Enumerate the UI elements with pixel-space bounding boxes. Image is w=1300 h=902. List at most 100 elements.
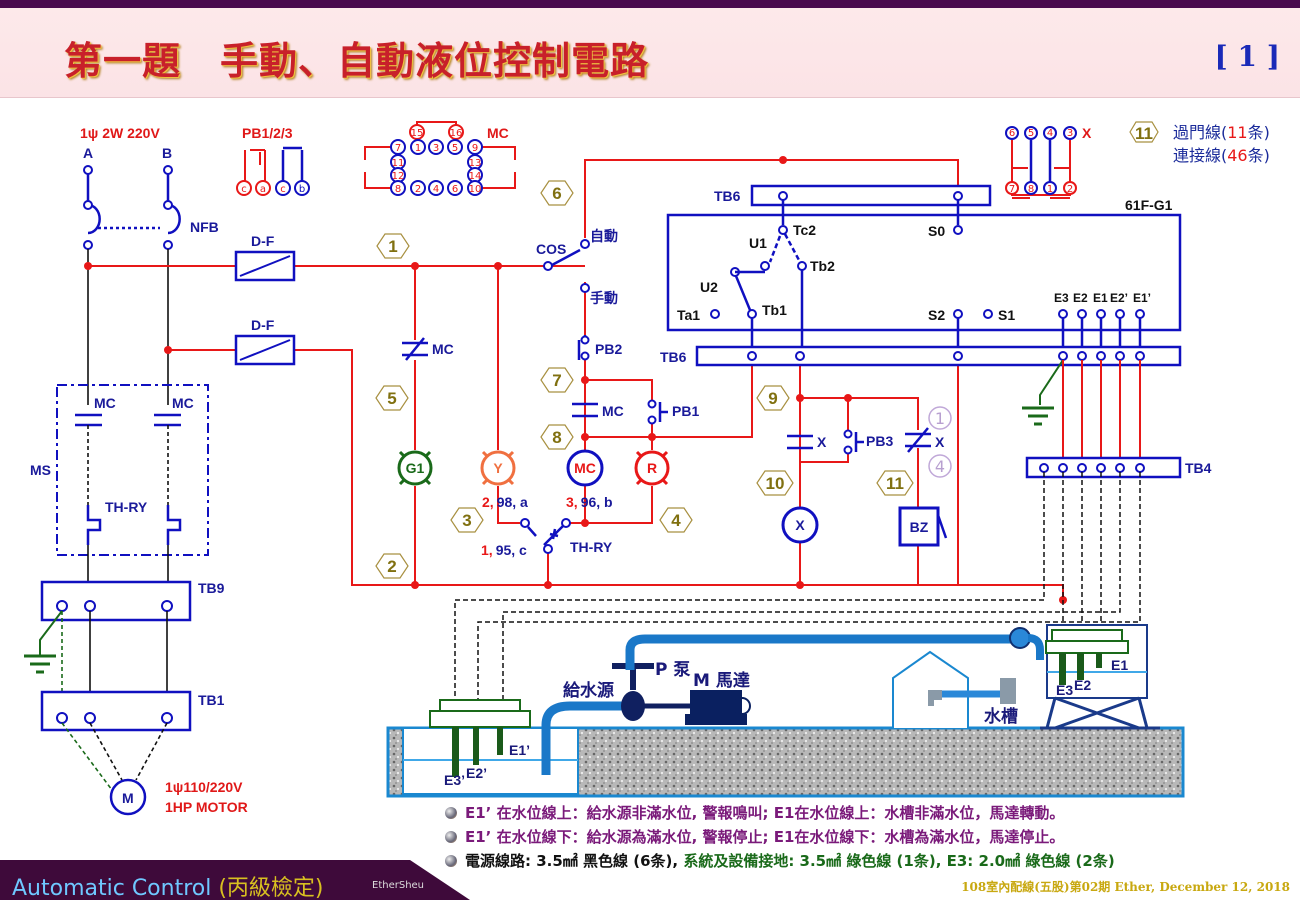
svg-text:11: 11 — [392, 158, 405, 169]
svg-text:E3: E3 — [1056, 682, 1073, 698]
water-plant: E1’ E3’ E2’ P 泵 M 馬達 給水源 E1 E2 E3 水槽 — [386, 624, 1185, 798]
footer-credit: 108室內配線(五股)第02期 Ether, December 12, 2018 — [961, 880, 1290, 894]
faucet-icon — [928, 690, 942, 706]
page-number: [ 1 ] — [1214, 40, 1280, 73]
tb9-label: TB9 — [198, 580, 225, 596]
lamp-r: R — [634, 450, 670, 486]
svg-text:1: 1 — [415, 143, 421, 154]
svg-text:E1’: E1’ — [1133, 291, 1151, 305]
svg-text:S0: S0 — [928, 223, 945, 239]
svg-text:16: 16 — [450, 128, 463, 139]
buzzer: BZ — [898, 506, 948, 547]
motor-voltage: 1ψ110/220V — [165, 779, 243, 795]
svg-text:E1: E1 — [1111, 657, 1128, 673]
mc-main-contacts — [75, 413, 181, 427]
bullet-icon — [445, 807, 457, 819]
svg-text:1: 1 — [935, 409, 945, 428]
motor-plant-label: M 馬達 — [693, 671, 750, 691]
svg-text:連接線(46条): 連接線(46条) — [1173, 146, 1270, 165]
thry-heaters — [86, 505, 182, 545]
motor-icon — [109, 778, 147, 816]
pb3-button — [854, 432, 864, 452]
wire — [168, 349, 1064, 600]
ms-label: MS — [30, 462, 51, 478]
footer-author: EtherSheu — [372, 880, 425, 891]
svg-text:Tb2: Tb2 — [810, 258, 835, 274]
svg-text:6: 6 — [552, 184, 561, 203]
supply-pipe — [541, 701, 633, 775]
x-nc-label: X — [935, 434, 945, 450]
svg-text:8: 8 — [395, 184, 401, 195]
tb6b-label: TB6 — [660, 349, 687, 365]
lamp-g1: G1 — [397, 450, 433, 486]
mc-pinout-title: MC — [487, 125, 509, 141]
thry-main-label: TH-RY — [105, 499, 148, 515]
x-nc-contact — [905, 427, 931, 453]
svg-text:E1: E1 — [1093, 291, 1108, 305]
motor-label: M — [122, 790, 134, 806]
svg-text:c: c — [241, 184, 247, 195]
cos-switch[interactable] — [543, 261, 553, 271]
svg-text:Tb1: Tb1 — [762, 302, 787, 318]
svg-text:6: 6 — [1009, 128, 1015, 139]
svg-text:E2’: E2’ — [466, 765, 487, 781]
mc1-label: MC — [94, 395, 116, 411]
svg-text:8: 8 — [552, 428, 561, 447]
svg-text:3: 3 — [433, 143, 439, 154]
line-b-label: B — [162, 145, 172, 161]
wire-count-legend: 11 過門線(11条) 連接線(46条) — [1129, 121, 1270, 165]
tank-label: 水槽 — [984, 706, 1018, 727]
supply-label: 1ψ 2W 220V — [80, 125, 160, 141]
svg-text:2,98, a: 2,98, a — [482, 494, 528, 510]
svg-text:9: 9 — [472, 143, 478, 154]
svg-text:E2: E2 — [1074, 677, 1091, 693]
svg-text:4: 4 — [935, 457, 945, 476]
relay-name: 61F-G1 — [1125, 197, 1173, 213]
svg-text:7: 7 — [1009, 184, 1015, 195]
page-title: 第一題 手動、自動液位控制電路 — [64, 38, 650, 83]
svg-text:2: 2 — [415, 184, 421, 195]
svg-text:E2: E2 — [1073, 291, 1088, 305]
note-1: E1’ 在水位線上：給水源非滿水位, 警報鳴叫; E1在水位線上：水槽非滿水位，… — [445, 802, 1064, 823]
mc-no-contact — [572, 402, 598, 418]
header — [0, 8, 1300, 98]
mc-contact-b-label: MC — [602, 403, 624, 419]
coil-mc: MC — [566, 449, 604, 487]
note-3: 電源線路: 3.5㎟ 黑色線 (6条), 系統及設備接地: 3.5㎟ 綠色線 (… — [445, 850, 1115, 871]
svg-text:U2: U2 — [700, 279, 718, 295]
svg-text:S2: S2 — [928, 307, 945, 323]
svg-text:3,96, b: 3,96, b — [566, 494, 613, 510]
svg-text:10: 10 — [469, 184, 482, 195]
svg-text:c: c — [280, 184, 286, 195]
svg-text:5: 5 — [1028, 128, 1034, 139]
svg-text:E3’: E3’ — [444, 772, 465, 788]
bullet-icon — [445, 831, 457, 843]
terminal-b — [163, 165, 173, 175]
tb1-label: TB1 — [198, 692, 225, 708]
tb6-label: TB6 — [714, 188, 741, 204]
x-contact-label: X — [817, 434, 827, 450]
svg-text:1,95, c: 1,95, c — [481, 542, 527, 558]
coil-x: X — [781, 506, 819, 544]
source-label: 給水源 — [563, 680, 614, 701]
svg-text:15: 15 — [411, 128, 424, 139]
pb1-label: PB1 — [672, 403, 699, 419]
svg-text:R: R — [647, 460, 657, 476]
svg-text:13: 13 — [469, 158, 482, 169]
svg-text:3: 3 — [1067, 128, 1073, 139]
svg-text:過門線(11条): 過門線(11条) — [1173, 123, 1270, 142]
ground-icon — [24, 654, 56, 674]
svg-text:12: 12 — [392, 171, 405, 182]
ms-box — [56, 384, 209, 556]
svg-text:2: 2 — [387, 557, 396, 576]
svg-text:E3: E3 — [1054, 291, 1069, 305]
pb3-label: PB3 — [866, 433, 893, 449]
line-a-label: A — [83, 145, 93, 161]
tb1-terminal-block — [40, 690, 192, 732]
wire — [86, 174, 170, 205]
cos-label: COS — [536, 241, 566, 257]
svg-text:14: 14 — [469, 171, 482, 182]
